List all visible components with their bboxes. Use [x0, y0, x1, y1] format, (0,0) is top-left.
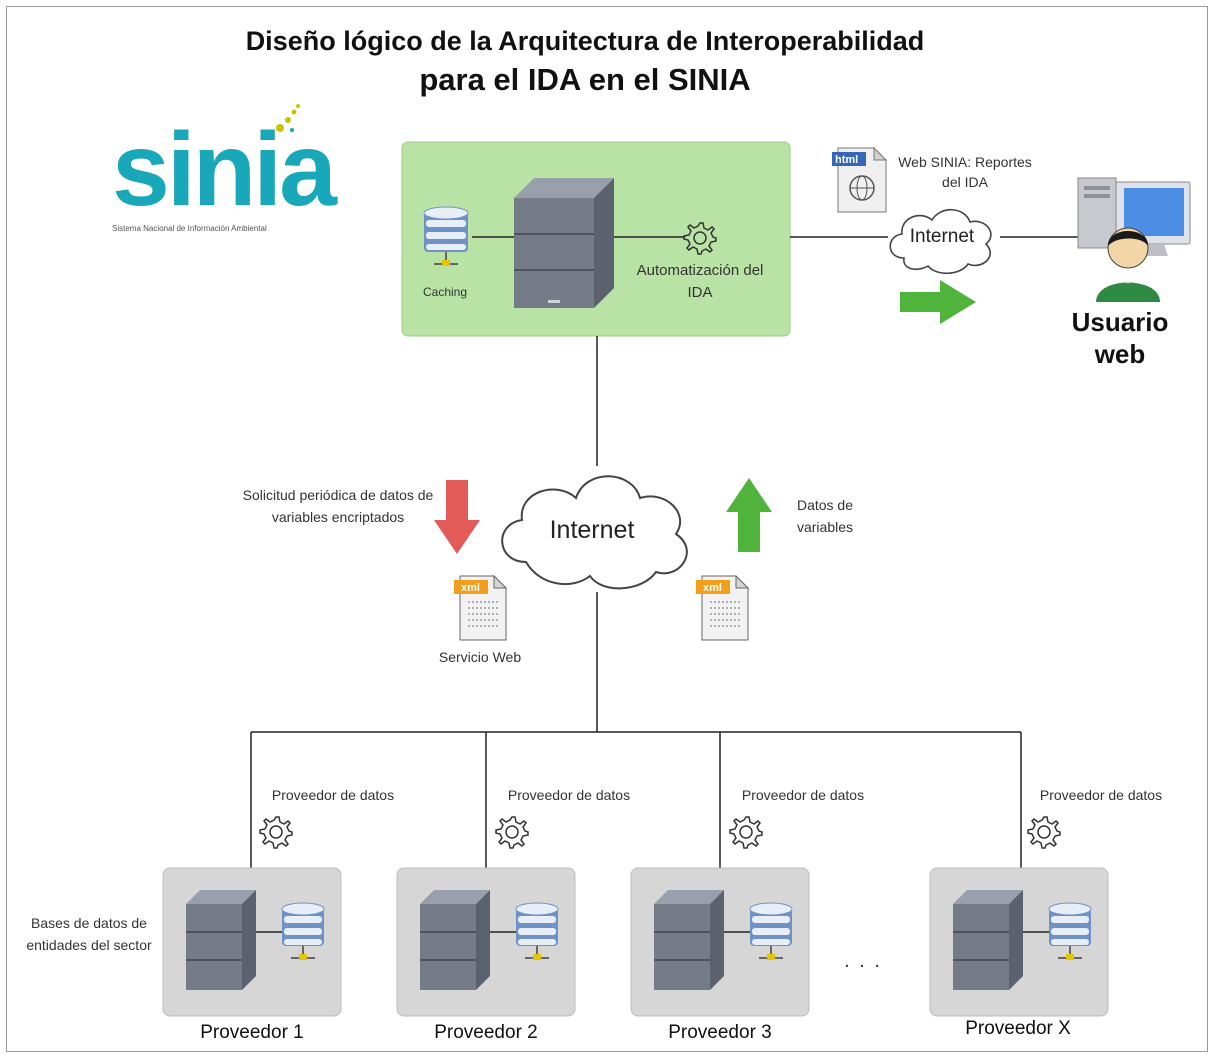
- central-server-icon: [514, 178, 614, 308]
- caching-database-icon: [423, 206, 469, 266]
- main-internet-cloud: Internet: [501, 475, 688, 590]
- html-file-icon: html: [832, 146, 888, 213]
- provider-name-x: Proveedor X: [965, 1018, 1071, 1039]
- provider-server-icon: [953, 890, 1023, 990]
- provider-gear-icon: [1027, 816, 1061, 849]
- diagram-title-line2: para el IDA en el SINIA: [419, 62, 751, 97]
- response-label: Datos de variables: [796, 497, 854, 535]
- green-up-arrow-icon: [726, 478, 772, 552]
- web-sinia-label: Web SINIA: Reportes del IDA: [898, 154, 1032, 190]
- provider-name-3: Proveedor 3: [668, 1022, 772, 1043]
- user-computer-icon: [1077, 177, 1191, 302]
- provider-database-icon: [1048, 902, 1092, 960]
- provider-gear-icon: [495, 816, 529, 849]
- provider-role-label: Proveedor de datos: [741, 787, 865, 803]
- provider-role-label: Proveedor de datos: [507, 787, 631, 803]
- provider-database-icon: [515, 902, 559, 960]
- logo-subtitle: Sistema Nacional de Información Ambienta…: [112, 224, 267, 233]
- xml-file-icon-response: xml: [696, 574, 750, 641]
- provider-server-icon: [186, 890, 256, 990]
- provider-name-2: Proveedor 2: [434, 1022, 538, 1043]
- more-providers-ellipsis: . . .: [844, 950, 882, 972]
- provider-role-label: Proveedor de datos: [271, 787, 395, 803]
- provider-database-icon: [281, 902, 325, 960]
- provider-gear-icon: [729, 816, 763, 849]
- web-internet-label: Internet: [910, 226, 975, 247]
- databases-label: Bases de datos de entidades del sector: [26, 915, 152, 953]
- diagram-title-line1: Diseño lógico de la Arquitectura de Inte…: [245, 26, 925, 56]
- caching-label: Caching: [422, 285, 468, 299]
- web-internet-cloud: Internet: [889, 208, 992, 275]
- provider-name-1: Proveedor 1: [200, 1022, 304, 1043]
- logo-dots-icon: [276, 104, 300, 132]
- provider-role-label: Proveedor de datos: [1039, 787, 1163, 803]
- red-down-arrow-icon: [434, 480, 480, 554]
- green-right-arrow-icon: [900, 280, 976, 324]
- request-label: Solicitud periódica de datos de variable…: [242, 487, 434, 525]
- automation-label: Automatización del IDA: [636, 262, 764, 301]
- provider-gear-icon: [259, 816, 293, 849]
- xml-file-icon-request: xml: [454, 574, 508, 641]
- automation-gear-icon: [683, 222, 717, 255]
- html-badge-text: html: [835, 154, 858, 166]
- xml-badge-text-request: xml: [461, 582, 480, 594]
- provider-server-icon: [420, 890, 490, 990]
- logo-wordmark: sinia: [112, 112, 337, 228]
- web-service-label: Servicio Web: [438, 649, 522, 665]
- provider-server-icon: [654, 890, 724, 990]
- xml-badge-text-response: xml: [703, 582, 722, 594]
- main-internet-label: Internet: [550, 516, 635, 544]
- provider-database-icon: [749, 902, 793, 960]
- diagram-frame: [6, 6, 1208, 1052]
- user-web-label: Usuario web: [1071, 307, 1169, 369]
